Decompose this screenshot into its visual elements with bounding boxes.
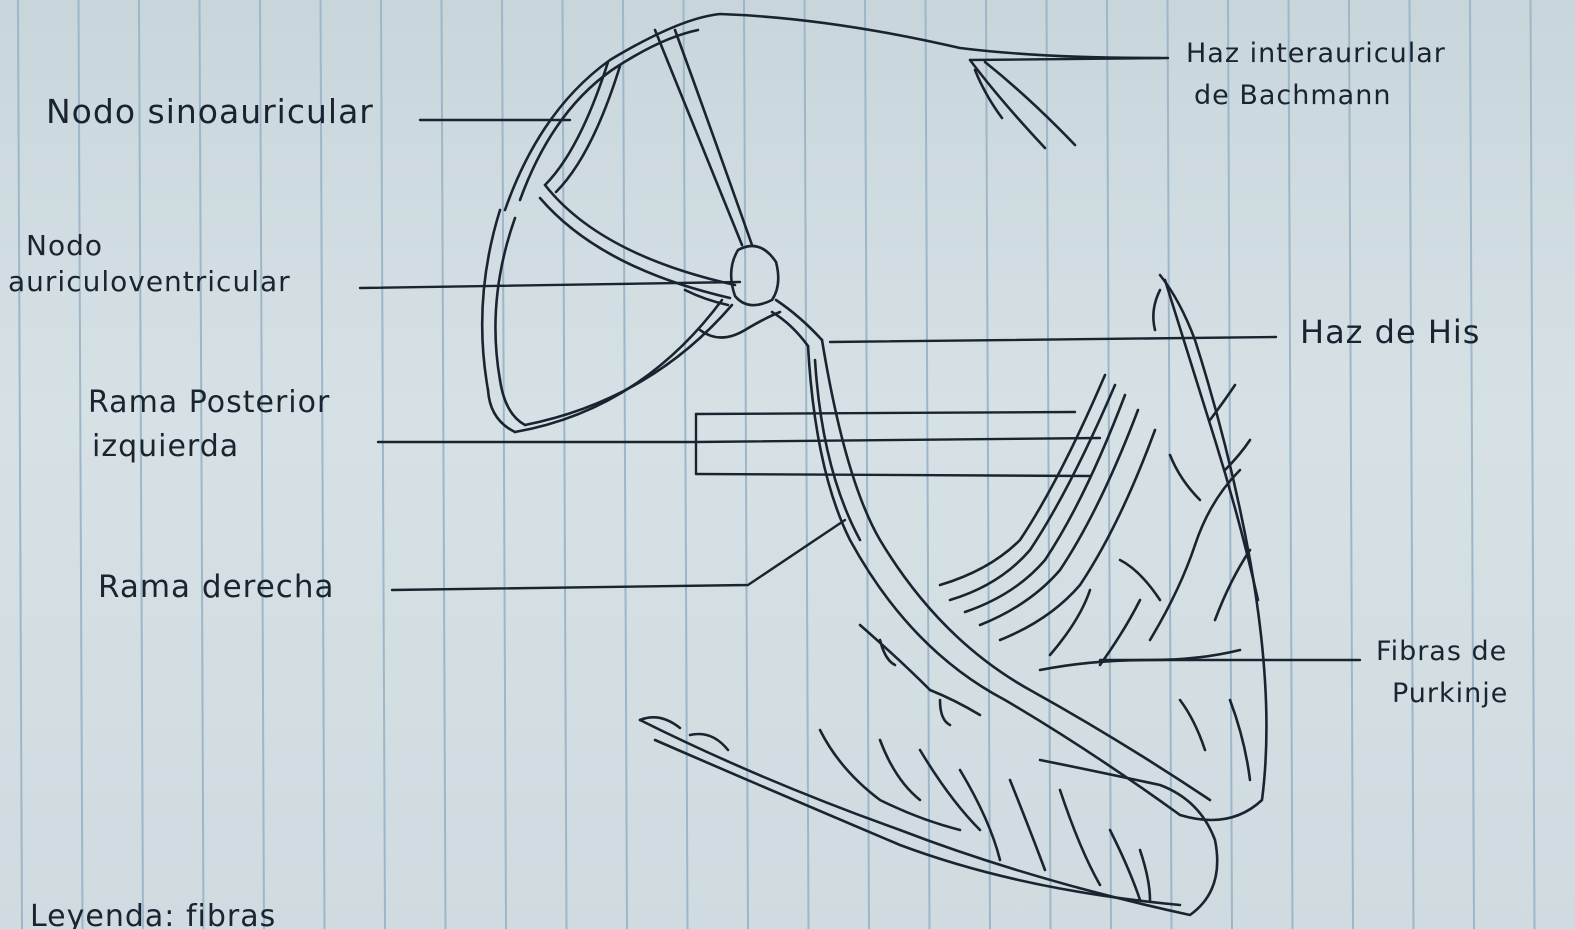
label-rama-posterior-line2: izquierda bbox=[92, 432, 239, 462]
bachmann-bundle-drawing bbox=[970, 60, 1075, 148]
label-nodo-sinoauricular: Nodo sinoauricular bbox=[46, 95, 374, 128]
leader-line-right-branch bbox=[392, 520, 845, 590]
leader-line-fascicle-3 bbox=[696, 474, 1090, 476]
label-haz-de-his: Haz de His bbox=[1300, 316, 1480, 348]
leader-line-his bbox=[830, 337, 1276, 342]
his-bundle-drawing bbox=[772, 275, 1266, 820]
purkinje-fibers-drawing bbox=[640, 280, 1258, 900]
internodal-pathways bbox=[515, 30, 752, 432]
label-nodo-av-line1: Nodo bbox=[26, 232, 103, 260]
label-bachmann-line1: Haz interauricular bbox=[1186, 40, 1446, 67]
leader-line-fascicle-1 bbox=[696, 412, 1075, 414]
left-fascicle-fibers bbox=[940, 375, 1155, 640]
footer-cut-text: Leyenda: fibras bbox=[30, 902, 276, 929]
label-rama-derecha: Rama derecha bbox=[98, 572, 334, 603]
label-purkinje-line2: Purkinje bbox=[1392, 680, 1508, 707]
label-nodo-av-line2: auriculoventricular bbox=[8, 268, 291, 296]
leader-line-fascicle-2 bbox=[696, 438, 1100, 442]
leader-lines bbox=[360, 58, 1360, 660]
av-node bbox=[731, 246, 778, 305]
label-bachmann-line2: de Bachmann bbox=[1194, 82, 1391, 109]
label-purkinje-line1: Fibras de bbox=[1376, 638, 1507, 665]
label-rama-posterior-line1: Rama Posterior bbox=[88, 388, 330, 418]
leader-line-bachmann bbox=[970, 58, 1168, 60]
